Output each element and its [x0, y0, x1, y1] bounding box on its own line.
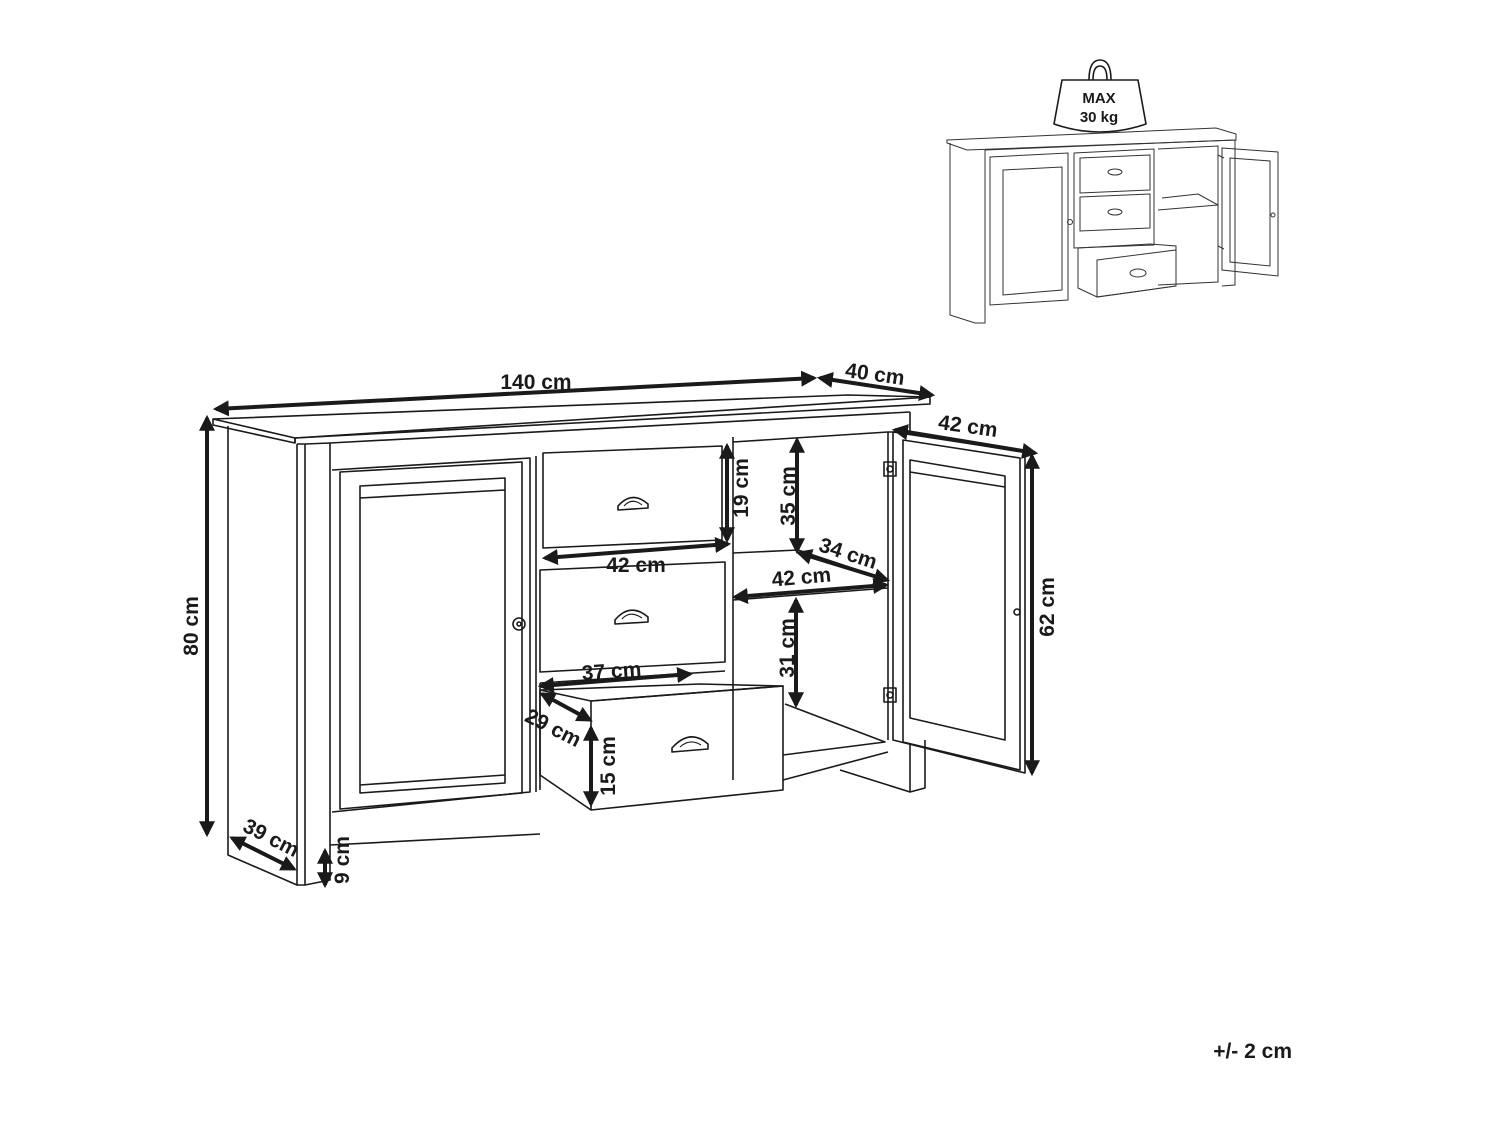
weight-value-label: 30 kg [1080, 109, 1118, 126]
label-shelf-upper-height: 35 cm [777, 466, 800, 526]
weight-icon [1053, 59, 1147, 133]
sideboard-main-drawing [212, 394, 1026, 886]
arrow-shelf-width [731, 578, 890, 604]
label-drawer-inner-width: 37 cm [581, 658, 642, 685]
arrow-door-width [891, 424, 1039, 459]
dimension-arrows [199, 370, 1040, 889]
label-door-height: 62 cm [1036, 577, 1059, 637]
label-drawer-front-height: 19 cm [730, 458, 753, 518]
label-depth-top: 40 cm [844, 359, 906, 390]
tolerance-note: +/- 2 cm [1213, 1040, 1292, 1063]
arrow-drawer-inner-depth [539, 692, 593, 722]
label-depth-bottom: 39 cm [239, 814, 302, 862]
label-height: 80 cm [180, 596, 203, 656]
label-drawer-inner-height: 15 cm [597, 736, 620, 796]
label-shelf-lower-height: 31 cm [776, 618, 799, 678]
arrow-depth-bottom [229, 836, 297, 871]
thumbnail-sideboard: MAX 30 kg [946, 59, 1279, 324]
arrow-shelf-depth [795, 549, 891, 584]
arrow-drawer-width [541, 536, 732, 566]
weight-max-label: MAX [1082, 90, 1115, 107]
label-leg-height: 9 cm [331, 836, 354, 884]
label-shelf-width: 42 cm [771, 563, 832, 591]
label-drawer-width: 42 cm [606, 554, 666, 577]
label-width: 140 cm [500, 371, 571, 394]
arrow-drawer-inner-width [537, 667, 694, 693]
arrow-depth-top [816, 372, 936, 401]
arrow-width [212, 370, 818, 417]
